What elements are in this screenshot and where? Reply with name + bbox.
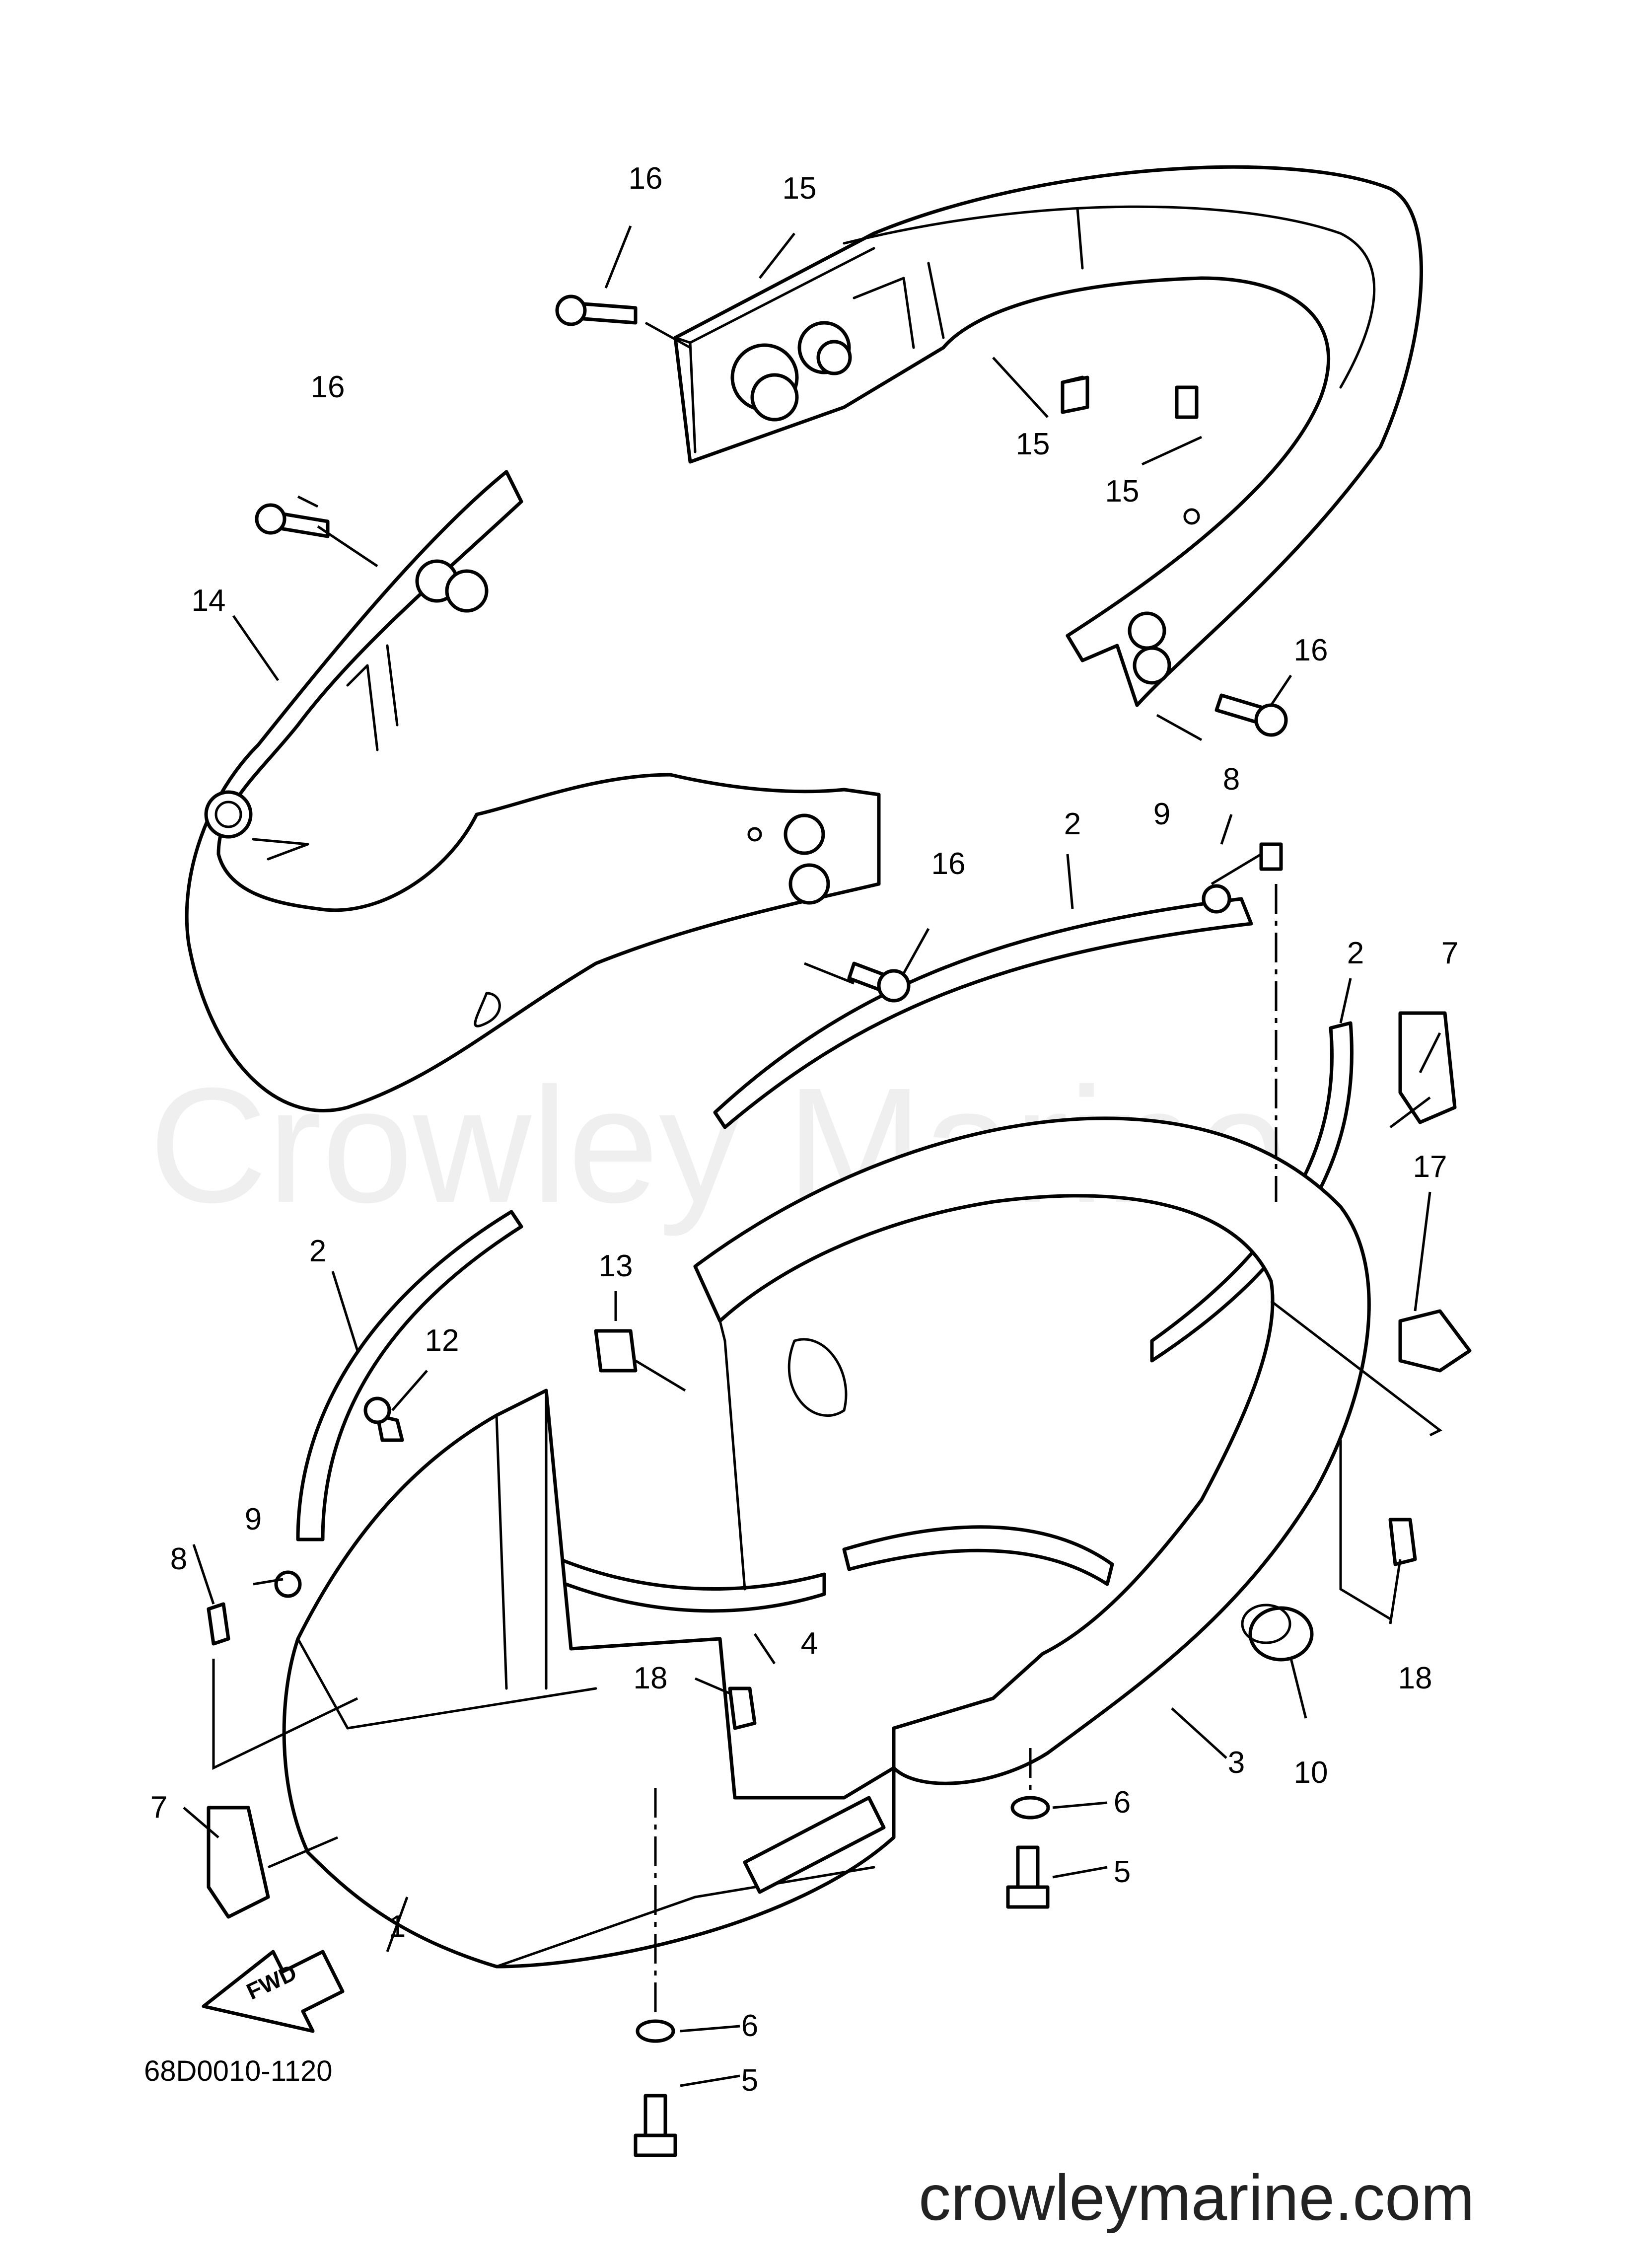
callout-15: 15 [1105, 474, 1140, 509]
part-13-front-bracket [185, 470, 881, 1112]
callout-labels: 16 15 15 15 16 14 16 16 2 8 9 2 7 17 2 1… [150, 161, 1458, 2098]
callout-18: 18 [1398, 1661, 1432, 1695]
diagram-code: 68D0010-1120 [144, 2055, 332, 2087]
callout-10: 10 [1294, 1756, 1328, 1790]
callout-16: 16 [1294, 633, 1328, 667]
leader-lines [183, 225, 1442, 2087]
callout-3: 3 [1228, 1746, 1245, 1780]
part-14-upper-bracket [673, 165, 1423, 707]
callout-9: 9 [245, 1502, 262, 1536]
callout-5: 5 [741, 2063, 758, 2098]
callout-2: 2 [1347, 936, 1364, 970]
callout-12: 13 [599, 1249, 633, 1283]
callout-17: 17 [1413, 1150, 1447, 1184]
callout-16: 16 [931, 847, 966, 881]
part-4-lower-seal [842, 1525, 1114, 1586]
callout-7: 7 [1441, 936, 1458, 970]
callout-13: 14 [192, 584, 226, 618]
callout-2: 2 [309, 1234, 326, 1268]
callout-15: 15 [1016, 427, 1050, 461]
part-1-3-bottom-cowling [282, 1116, 1371, 1969]
callout-6: 6 [741, 2009, 758, 2043]
callout-8: 8 [170, 1542, 187, 1576]
website-url: crowleymarine.com [919, 2161, 1475, 2234]
callout-4: 4 [801, 1626, 818, 1661]
callout-14: 15 [783, 171, 817, 206]
callout-16: 16 [629, 161, 663, 196]
callout-2: 2 [1064, 807, 1081, 841]
callout-5: 5 [1114, 1855, 1131, 1889]
callout-1: 1 [389, 1909, 406, 1944]
callout-9: 9 [1153, 797, 1170, 831]
callout-18: 18 [634, 1661, 668, 1695]
callout-8: 8 [1223, 762, 1240, 797]
callout-6: 6 [1114, 1785, 1131, 1820]
callout-11: 12 [425, 1323, 459, 1358]
forward-arrow-icon: FWD [202, 1950, 345, 2033]
callout-7: 7 [150, 1790, 167, 1825]
callout-16: 16 [311, 370, 345, 404]
